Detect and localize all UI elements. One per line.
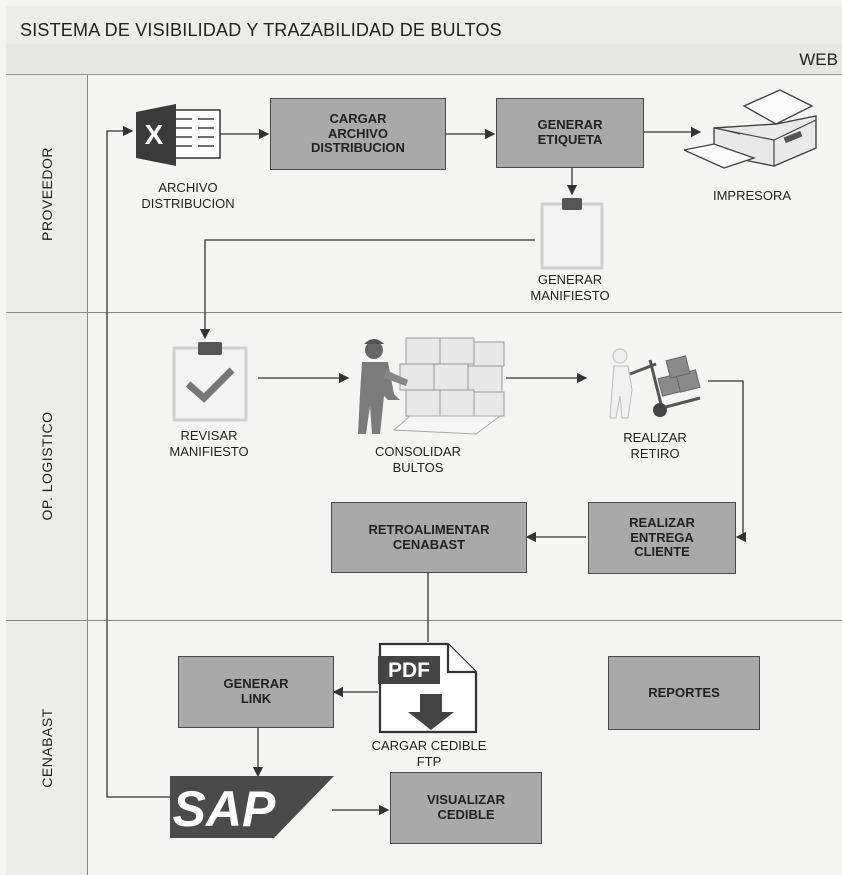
process-cargar-archivo: CARGAR ARCHIVO DISTRIBUCION bbox=[270, 98, 446, 170]
worker-boxes-icon bbox=[358, 337, 505, 435]
connector bbox=[708, 380, 747, 543]
title-bar: SISTEMA DE VISIBILIDAD Y TRAZABILIDAD DE… bbox=[6, 6, 842, 45]
process-realizar-entrega: REALIZAR ENTREGA CLIENTE bbox=[588, 502, 736, 574]
excel-file-icon: X bbox=[136, 104, 221, 166]
sap-logo-icon: SAP bbox=[170, 776, 334, 838]
label-revisar-manifiesto: REVISAR MANIFIESTO bbox=[169, 428, 249, 459]
label-impresora: IMPRESORA bbox=[712, 188, 791, 203]
printer-icon bbox=[684, 89, 817, 169]
connector bbox=[106, 125, 172, 798]
process-retroalimentar: RETROALIMENTAR CENABAST bbox=[331, 502, 527, 573]
lane-cenabast: CENABAST bbox=[6, 620, 88, 875]
label-cargar-cedible: CARGAR CEDIBLE FTP bbox=[371, 738, 487, 769]
lane-divider bbox=[6, 620, 842, 621]
diagram-title: SISTEMA DE VISIBILIDAD Y TRAZABILIDAD DE… bbox=[20, 20, 502, 40]
pdf-text: PDF bbox=[388, 659, 430, 682]
hand-truck-icon bbox=[609, 348, 701, 419]
label-archivo-distribucion: ARCHIVO DISTRIBUCION bbox=[141, 180, 235, 211]
process-visualizar-cedible: VISUALIZAR CEDIBLE bbox=[390, 772, 542, 844]
excel-letter: X bbox=[145, 119, 164, 150]
lane-proveedor: PROVEEDOR bbox=[6, 75, 88, 312]
process-generar-etiqueta: GENERAR ETIQUETA bbox=[496, 98, 644, 168]
sap-text: SAP bbox=[173, 781, 276, 837]
pdf-download-icon: PDF bbox=[378, 642, 478, 734]
label-realizar-retiro: REALIZAR RETIRO bbox=[623, 430, 687, 461]
system-label: WEB bbox=[799, 50, 838, 69]
lane-divider bbox=[6, 312, 842, 313]
process-reportes: REPORTES bbox=[608, 656, 760, 730]
label-consolidar-bultos: CONSOLIDAR BULTOS bbox=[375, 444, 461, 475]
clipboard-check-icon bbox=[172, 342, 248, 422]
lane-op-logistico: OP. LOGISTICO bbox=[6, 312, 88, 620]
process-generar-link: GENERAR LINK bbox=[178, 656, 334, 728]
system-header: WEB bbox=[6, 44, 842, 75]
label-generar-manifiesto: GENERAR MANIFIESTO bbox=[530, 272, 610, 303]
connector bbox=[199, 239, 535, 340]
clipboard-icon bbox=[540, 198, 604, 270]
